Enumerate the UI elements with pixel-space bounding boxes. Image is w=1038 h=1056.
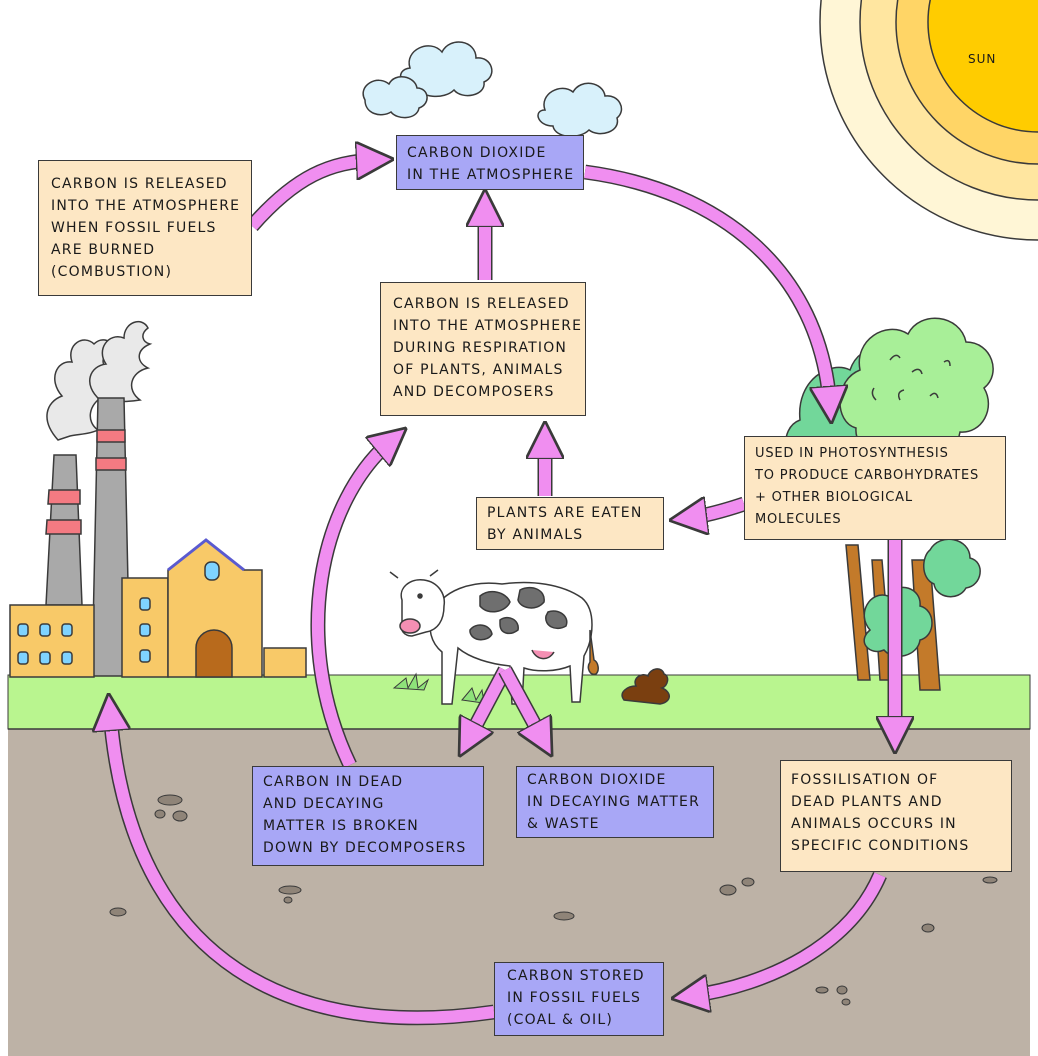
atmosphere-box: CARBON DIOXIDE IN THE ATMOSPHERE: [396, 135, 584, 190]
sun-label: SUN: [968, 52, 997, 66]
combustion-line-1: CARBON IS RELEASED: [51, 176, 228, 192]
factory-buildings: [9, 538, 307, 678]
atmosphere-line-1: CARBON DIOXIDE: [407, 145, 547, 161]
dung: [621, 668, 670, 705]
fossilisation-line-2: DEAD PLANTS AND: [791, 794, 943, 810]
decaying-box: CARBON DIOXIDE IN DECAYING MATTER & WAST…: [516, 766, 714, 838]
respiration-line-1: CARBON IS RELEASED: [393, 296, 570, 312]
decaying-line-3: & WASTE: [527, 816, 600, 832]
fossilisation-box: FOSSILISATION OF DEAD PLANTS AND ANIMALS…: [780, 760, 1012, 872]
factory-chimneys: [45, 397, 131, 677]
soil-pebbles: [109, 794, 998, 1006]
combustion-line-2: INTO THE ATMOSPHERE: [51, 198, 241, 214]
combustion-line-3: WHEN FOSSIL FUELS: [51, 220, 217, 236]
respiration-line-3: DURING RESPIRATION: [393, 340, 568, 356]
fossil-fuels-box: CARBON STORED IN FOSSIL FUELS (COAL & OI…: [494, 962, 664, 1036]
decaying-line-2: IN DECAYING MATTER: [527, 794, 700, 810]
cycle-arrows: [110, 160, 895, 1026]
arrow-cow-to-decomposers: [468, 666, 512, 740]
atmosphere-line-2: IN THE ATMOSPHERE: [407, 167, 575, 183]
eaten-line-2: BY ANIMALS: [487, 527, 584, 543]
fossil-fuels-line-2: IN FOSSIL FUELS: [507, 990, 642, 1006]
photosynthesis-line-3: + OTHER BIOLOGICAL: [755, 490, 913, 505]
arrow-atmosphere-to-photosynthesis: [584, 164, 830, 405]
respiration-line-5: AND DECOMPOSERS: [393, 384, 555, 400]
fossil-fuels-line-3: (COAL & OIL): [507, 1012, 614, 1028]
arrow-decomposers-to-respiration: [310, 440, 392, 769]
cow: [389, 569, 599, 705]
fossilisation-line-4: SPECIFIC CONDITIONS: [791, 838, 970, 854]
combustion-line-5: (COMBUSTION): [51, 264, 173, 280]
respiration-line-2: INTO THE ATMOSPHERE: [393, 318, 583, 334]
combustion-box: CARBON IS RELEASED INTO THE ATMOSPHERE W…: [38, 160, 252, 296]
eaten-box: PLANTS ARE EATEN BY ANIMALS: [476, 497, 664, 550]
eaten-line-1: PLANTS ARE EATEN: [487, 505, 643, 521]
decomposers-line-4: DOWN BY DECOMPOSERS: [263, 840, 467, 856]
respiration-box: CARBON IS RELEASED INTO THE ATMOSPHERE D…: [380, 282, 586, 416]
arrow-combustion-to-atmosphere: [246, 160, 375, 231]
fossil-fuels-line-1: CARBON STORED: [507, 968, 645, 984]
photosynthesis-line-2: TO PRODUCE CARBOHYDRATES: [755, 468, 980, 483]
arrow-fossil-fuels-to-factory: [110, 712, 496, 1026]
decaying-line-1: CARBON DIOXIDE: [527, 772, 667, 788]
fossilisation-line-1: FOSSILISATION OF: [791, 772, 939, 788]
respiration-line-4: OF PLANTS, ANIMALS: [393, 362, 564, 378]
fossilisation-line-3: ANIMALS OCCURS IN: [791, 816, 957, 832]
decomposers-line-2: AND DECAYING: [263, 796, 385, 812]
arrow-photosynthesis-to-eaten: [688, 504, 747, 518]
photosynthesis-line-1: USED IN PHOTOSYNTHESIS: [755, 446, 949, 461]
clouds: [362, 41, 623, 138]
combustion-line-4: ARE BURNED: [51, 242, 156, 258]
factory-smoke: [46, 320, 153, 441]
arrow-fossilisation-to-fossil-fuels: [690, 871, 887, 996]
decomposers-box: CARBON IN DEAD AND DECAYING MATTER IS BR…: [252, 766, 484, 866]
arrow-cow-to-decaying: [498, 666, 543, 740]
photosynthesis-box: USED IN PHOTOSYNTHESIS TO PRODUCE CARBOH…: [744, 436, 1006, 540]
photosynthesis-line-4: MOLECULES: [755, 512, 842, 527]
sun: [819, 0, 1038, 241]
decomposers-line-1: CARBON IN DEAD: [263, 774, 404, 790]
decomposers-line-3: MATTER IS BROKEN: [263, 818, 419, 834]
